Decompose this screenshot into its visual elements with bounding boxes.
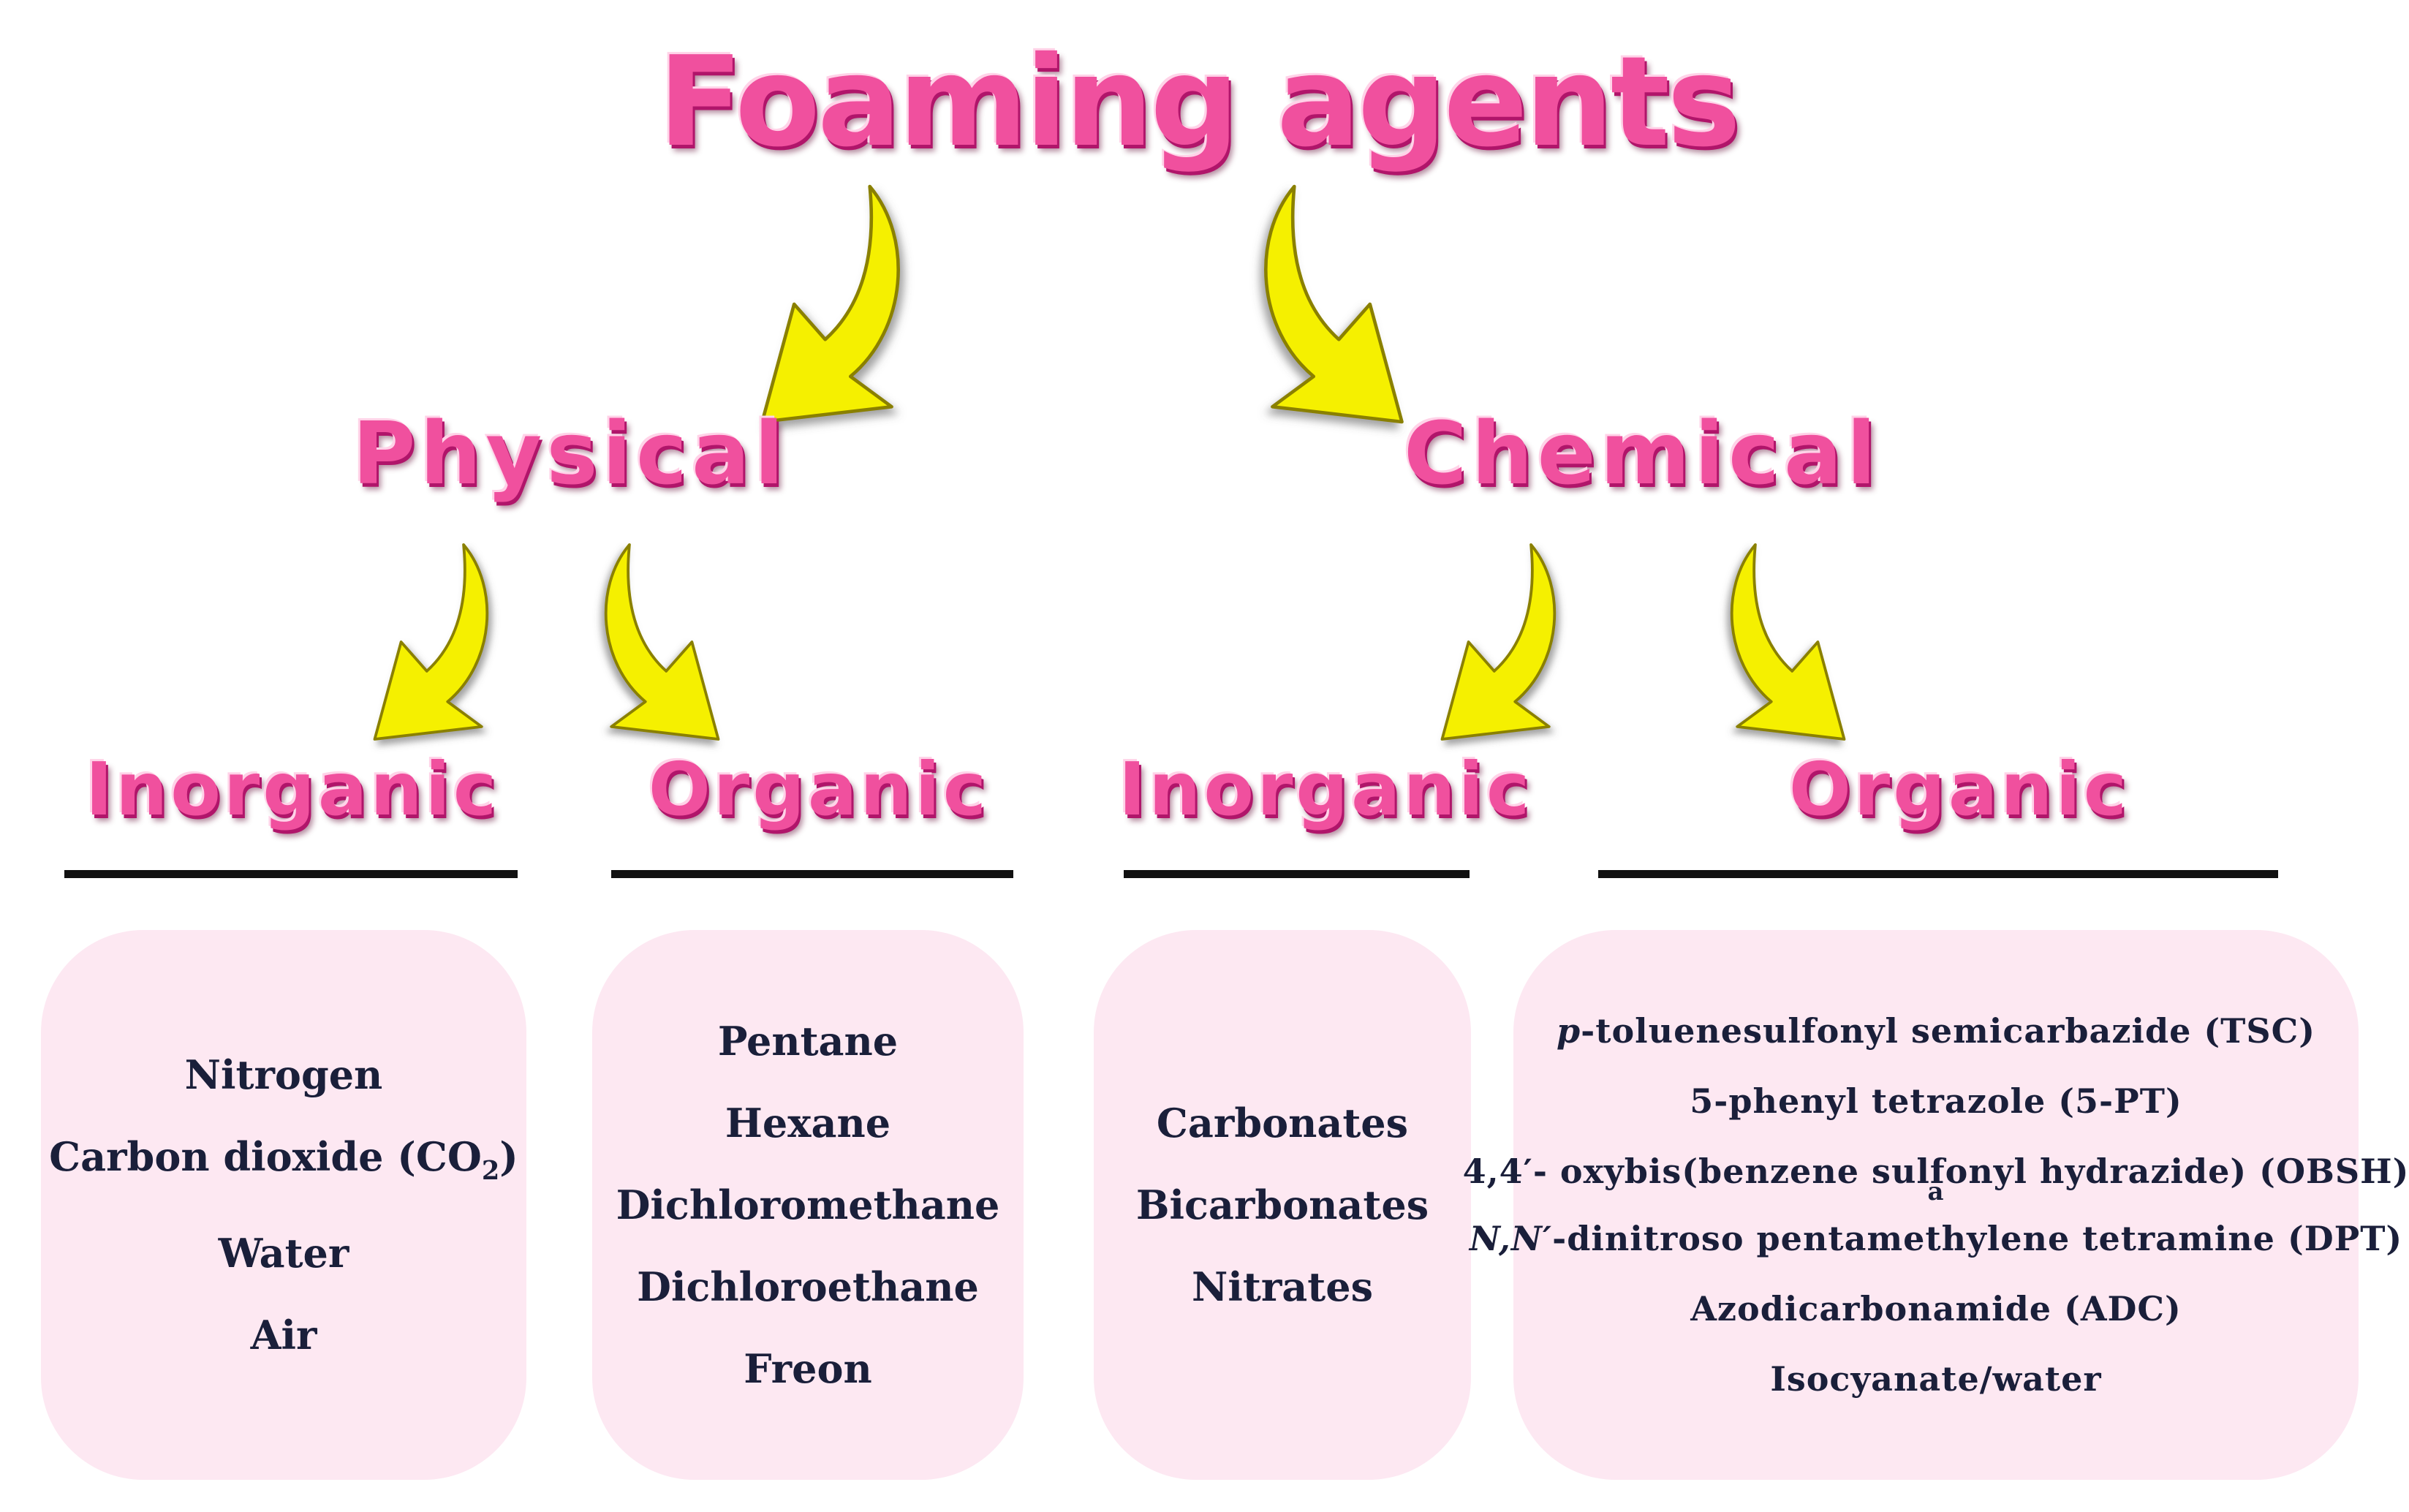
list-item: Isocyanate/water xyxy=(1770,1359,2102,1399)
italic-prefix: N,N′ xyxy=(1469,1219,1553,1258)
list-item: Dichloroethane xyxy=(637,1263,979,1310)
list-item: Air xyxy=(250,1311,317,1358)
italic-prefix: p xyxy=(1556,1011,1581,1051)
divider-line xyxy=(1124,870,1470,878)
divider-line xyxy=(1598,870,2278,878)
category-chemical: Chemical xyxy=(1404,403,1881,504)
list-item: Hexane xyxy=(725,1100,891,1146)
list-item: Nitrates xyxy=(1192,1263,1373,1310)
list-item: 5-phenyl tetrazole (5-PT) xyxy=(1690,1081,2182,1121)
list-item: Pentane xyxy=(717,1018,899,1065)
curved-arrow-icon xyxy=(1440,543,1557,741)
curved-arrow-icon xyxy=(763,186,899,422)
curved-arrow-icon xyxy=(1266,186,1402,422)
list-item: N,N′-dinitroso pentamethylene tetramine … xyxy=(1470,1203,2402,1274)
list-item: Carbonates xyxy=(1156,1100,1409,1146)
list-item: Freon xyxy=(744,1345,872,1392)
curved-arrow-icon xyxy=(373,543,489,741)
list-item: Dichloromethane xyxy=(616,1182,1000,1228)
divider-line xyxy=(64,870,518,878)
list-item-text: -toluenesulfonyl semicarbazide (TSC) xyxy=(1581,1011,2315,1051)
list-item: Nitrogen xyxy=(184,1051,383,1099)
subscript: 2 xyxy=(481,1155,500,1186)
list-item: Bicarbonates xyxy=(1135,1182,1429,1228)
list-item-text: -dinitroso pentamethylene tetramine (DPT… xyxy=(1552,1219,2403,1258)
chemical-inorganic-list: Carbonates Bicarbonates Nitrates xyxy=(1094,930,1471,1480)
physical-organic-list: Pentane Hexane Dichloromethane Dichloroe… xyxy=(592,930,1024,1480)
list-item-text: ) xyxy=(499,1133,518,1181)
list-item: Azodicarbonamide (ADC) xyxy=(1690,1289,2182,1328)
curved-arrow-icon xyxy=(1730,543,1846,741)
diagram-title: Foaming agents xyxy=(658,30,1741,175)
subcategory-physical-inorganic: Inorganic xyxy=(85,746,500,832)
list-item: p-toluenesulfonyl semicarbazide (TSC) xyxy=(1557,996,2315,1066)
physical-inorganic-list: Nitrogen Carbon dioxide (CO2) Water Air xyxy=(41,930,526,1480)
subcategory-physical-organic: Organic xyxy=(648,746,990,832)
list-item-text: Carbon dioxide (CO xyxy=(49,1133,482,1181)
subcategory-chemical-organic: Organic xyxy=(1788,746,2130,832)
category-physical: Physical xyxy=(352,403,789,504)
list-item: Carbon dioxide (CO2) xyxy=(49,1116,518,1212)
divider-line xyxy=(611,870,1013,878)
subcategory-chemical-inorganic: Inorganic xyxy=(1119,746,1533,832)
list-item: 4,4′- oxybis(benzene sulfonyl hydrazide)… xyxy=(1462,1152,2409,1191)
list-item: Water xyxy=(218,1229,349,1277)
stray-character: a xyxy=(1927,1177,1945,1206)
curved-arrow-icon xyxy=(604,543,720,741)
chemical-organic-list: p-toluenesulfonyl semicarbazide (TSC) 5-… xyxy=(1463,930,2408,1480)
